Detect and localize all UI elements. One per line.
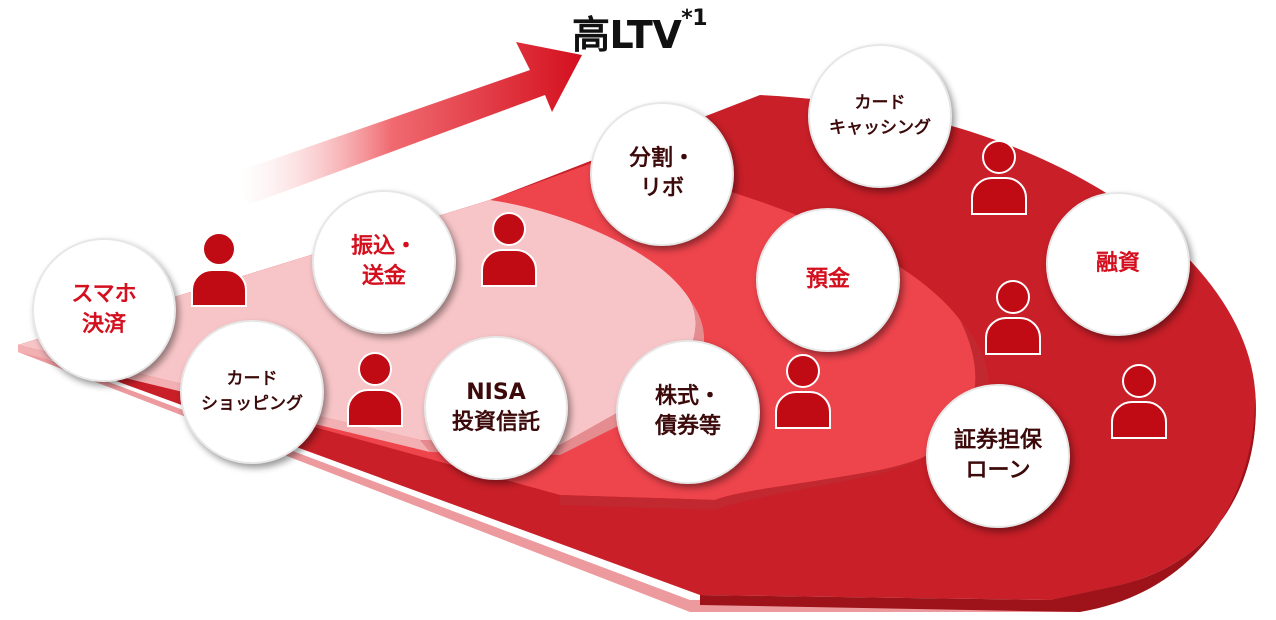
person-icon — [347, 352, 403, 427]
ltv-title: 高LTV*1 — [572, 4, 708, 59]
bubble-smartphone-payment: スマホ 決済 — [32, 238, 176, 382]
person-icon — [191, 232, 247, 307]
bubble-label: 株式・ — [654, 384, 721, 409]
bubble-label: ショッピング — [201, 394, 303, 414]
bubble-label: 振込・ — [350, 234, 417, 259]
person-icon — [985, 280, 1041, 355]
bubble-label: 決済 — [81, 312, 126, 337]
bubble-label: 分割・ — [628, 146, 695, 171]
bubble-loans: 融資 — [1046, 192, 1190, 336]
person-icon — [1111, 364, 1167, 439]
bubble-label: 債券等 — [654, 414, 721, 439]
title-footnote-mark: *1 — [681, 6, 708, 31]
bubble-securities-backed-loan: 証券担保 ローン — [926, 384, 1070, 528]
bubble-label: カード — [226, 369, 278, 389]
bubble-deposits: 預金 — [756, 208, 900, 352]
arrow-up-right-icon — [236, 42, 582, 205]
bubble-card-shopping: カード ショッピング — [180, 320, 324, 464]
bubble-label: ローン — [965, 458, 1031, 483]
bubble-label: カード — [854, 93, 906, 113]
bubble-label: スマホ — [71, 282, 137, 307]
person-icon — [481, 212, 537, 287]
person-icon — [971, 140, 1027, 215]
bubble-label: 預金 — [805, 267, 850, 292]
bubble-transfer-remittance: 振込・ 送金 — [312, 190, 456, 334]
bubble-label: 融資 — [1095, 251, 1140, 276]
title-main: 高LTV — [572, 13, 682, 57]
bubble-stocks-bonds: 株式・ 債券等 — [616, 340, 760, 484]
bubble-label: キャッシング — [829, 118, 931, 138]
person-icon — [775, 354, 831, 429]
bubble-label: NISA — [466, 380, 526, 405]
bubble-label: 送金 — [361, 264, 406, 289]
bubble-label: 投資信託 — [451, 410, 540, 435]
bubble-label: 証券担保 — [953, 428, 1042, 453]
bubble-nisa-trust: NISA 投資信託 — [424, 336, 568, 480]
bubble-label: リボ — [639, 176, 684, 201]
bubble-installment-revolving: 分割・ リボ — [590, 102, 734, 246]
bubble-card-cashing: カード キャッシング — [808, 44, 952, 188]
